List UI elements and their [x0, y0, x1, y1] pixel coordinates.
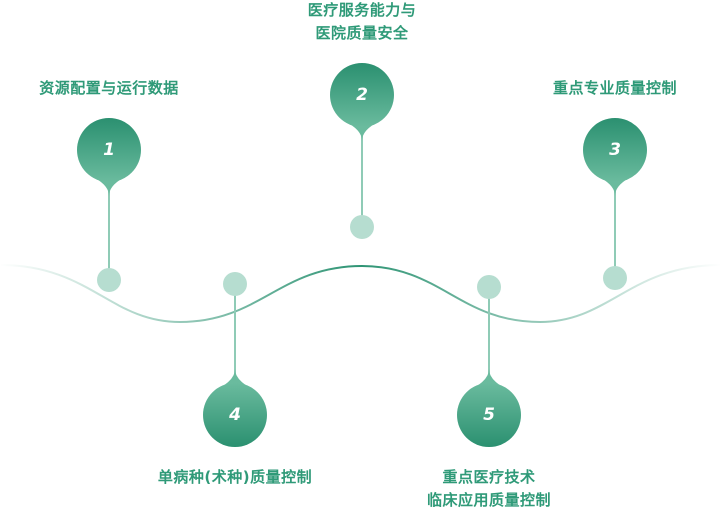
node-number: 4: [229, 405, 241, 425]
node-number: 5: [483, 405, 495, 425]
node-circle-5: [457, 383, 521, 447]
label-line: 重点专业质量控制: [552, 79, 678, 97]
pin-tip: [221, 369, 249, 387]
wave-line: [0, 264, 721, 324]
node-label-1: 资源配置与运行数据: [39, 77, 179, 100]
pin-tip: [601, 178, 629, 196]
pin-tip: [475, 369, 503, 387]
anchor-dot: [223, 272, 247, 296]
label-line: 单病种(术种)质量控制: [157, 468, 313, 486]
pin-tip: [95, 178, 123, 196]
label-line: 医院质量安全: [315, 24, 409, 42]
label-line: 重点医疗技术: [442, 468, 536, 486]
anchor-dot: [97, 268, 121, 292]
node-label-5: 重点医疗技术临床应用质量控制: [427, 466, 551, 512]
anchor-dot: [350, 215, 374, 239]
label-line: 资源配置与运行数据: [39, 79, 179, 97]
label-line: 医疗服务能力与: [307, 1, 417, 19]
anchor-dot: [477, 275, 501, 299]
label-line: 临床应用质量控制: [426, 491, 552, 509]
node-label-4: 单病种(术种)质量控制: [158, 466, 312, 489]
node-number: 1: [103, 140, 115, 160]
node-label-3: 重点专业质量控制: [553, 77, 677, 100]
anchor-dot: [603, 266, 627, 290]
node-circle-2: [330, 63, 394, 127]
node-number: 2: [356, 85, 368, 105]
node-number: 3: [609, 140, 621, 160]
node-label-2: 医疗服务能力与医院质量安全: [308, 0, 417, 45]
node-circle-3: [583, 118, 647, 182]
node-circle-4: [203, 383, 267, 447]
node-circle-1: [77, 118, 141, 182]
pin-tip: [348, 123, 376, 141]
